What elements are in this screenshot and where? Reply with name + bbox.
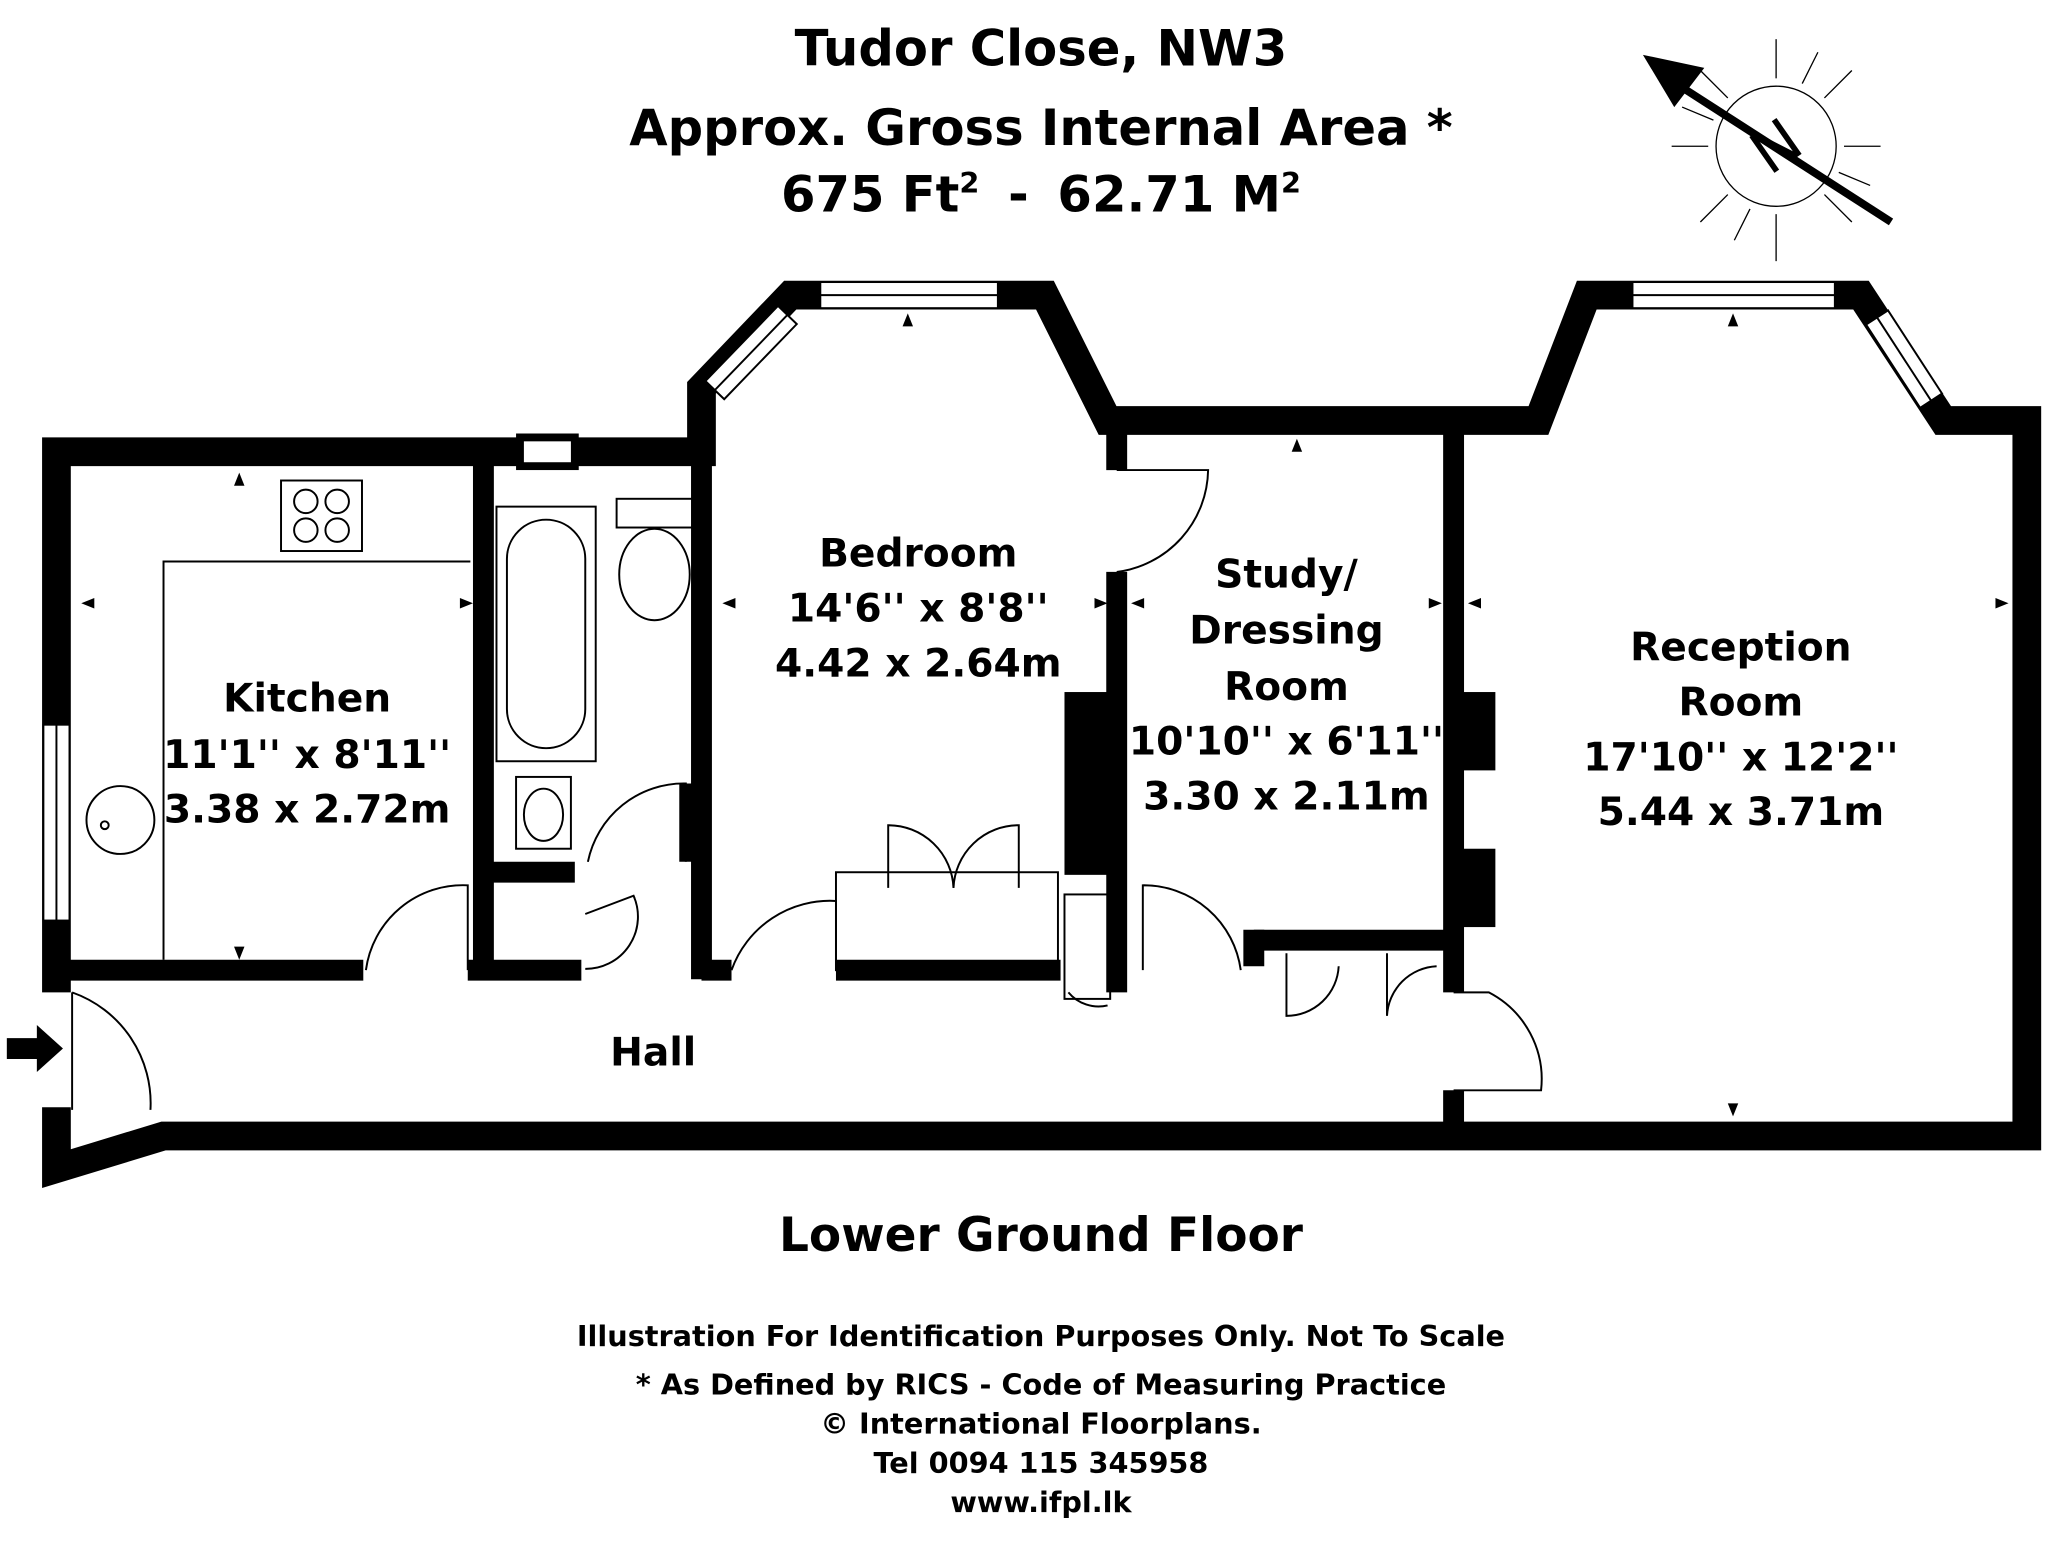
- room-reception: Reception Room 17'10'' x 12'2'' 5.44 x 3…: [1583, 626, 1898, 836]
- sink-icon: [85, 785, 156, 855]
- superscript-ft: 2: [959, 166, 979, 200]
- bath-icon: [495, 505, 597, 763]
- room-name: Study/: [1215, 553, 1358, 598]
- room-name: Bedroom: [819, 532, 1017, 577]
- footer-rics-note: * As Defined by RICS - Code of Measuring…: [636, 1368, 1446, 1402]
- property-title: Tudor Close, NW3: [795, 19, 1288, 77]
- room-study: Study/ Dressing Room 10'10'' x 6'11'' 3.…: [1129, 553, 1444, 820]
- floor-label: Lower Ground Floor: [779, 1208, 1304, 1263]
- compass-letter: N: [1738, 105, 1815, 188]
- superscript-m: 2: [1281, 166, 1301, 200]
- room-size-metric: 3.30 x 2.11m: [1143, 775, 1430, 820]
- footer-disclaimer: Illustration For Identification Purposes…: [577, 1319, 1505, 1353]
- footer-phone: Tel 0094 115 345958: [874, 1446, 1209, 1480]
- footer-copyright: © International Floorplans.: [820, 1407, 1261, 1441]
- area-separator: -: [1008, 166, 1029, 224]
- room-size-imperial: 14'6'' x 8'8'': [788, 587, 1049, 632]
- room-size-imperial: 17'10'' x 12'2'': [1583, 735, 1898, 780]
- room-size-metric: 3.38 x 2.72m: [164, 788, 451, 833]
- fixtures: [85, 479, 694, 960]
- area-values: 675 Ft2-62.71 M2: [781, 166, 1301, 224]
- doors: [71, 469, 1543, 1110]
- room-name: Room: [1678, 681, 1803, 726]
- area-sqft: 675 Ft: [781, 166, 959, 224]
- entrance-arrow-icon: [6, 1025, 63, 1073]
- room-name: Kitchen: [223, 677, 391, 722]
- footer: Illustration For Identification Purposes…: [577, 1319, 1505, 1519]
- area-label: Approx. Gross Internal Area *: [629, 99, 1453, 157]
- area-sqm: 62.71 M: [1057, 166, 1281, 224]
- hob-icon: [280, 479, 363, 553]
- room-name: Reception: [1630, 626, 1851, 671]
- room-size-imperial: 10'10'' x 6'11'': [1129, 720, 1444, 765]
- room-bedroom: Bedroom 14'6'' x 8'8'' 4.42 x 2.64m: [775, 532, 1062, 687]
- room-size-metric: 4.42 x 2.64m: [775, 641, 1062, 686]
- walls: [42, 280, 2042, 1189]
- compass-icon: N: [1642, 39, 1894, 262]
- room-hall: Hall: [610, 1030, 696, 1075]
- dimension-markers: [81, 313, 2009, 1117]
- room-kitchen: Kitchen 11'1'' x 8'11'' 3.38 x 2.72m: [163, 677, 451, 833]
- room-name: Room: [1224, 665, 1349, 710]
- room-size-imperial: 11'1'' x 8'11'': [163, 733, 451, 778]
- header: Tudor Close, NW3 Approx. Gross Internal …: [629, 19, 1453, 223]
- basin-icon: [515, 775, 572, 850]
- toilet-icon: [615, 497, 694, 529]
- windows: [42, 281, 1944, 922]
- footer-website: www.ifpl.lk: [950, 1485, 1132, 1519]
- room-size-metric: 5.44 x 3.71m: [1598, 790, 1885, 835]
- room-name: Dressing: [1189, 609, 1383, 654]
